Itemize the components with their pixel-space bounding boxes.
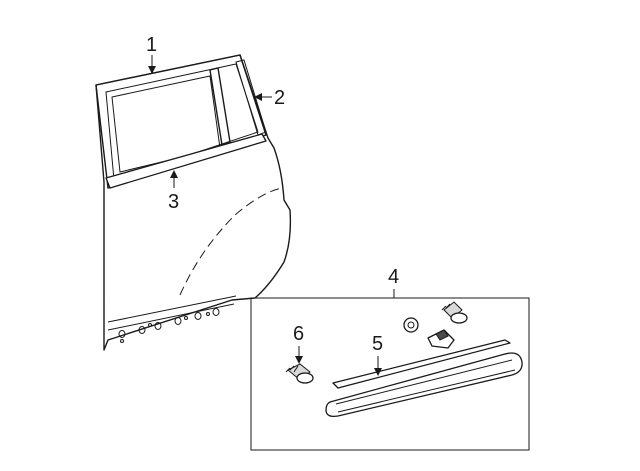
- molding-strip: [332, 339, 511, 389]
- clip-6-head: [296, 372, 314, 384]
- door-outline: [95, 54, 292, 351]
- wheel-arch-line: [179, 187, 283, 296]
- rocker-molding: [325, 339, 523, 418]
- callout-1: 1: [146, 34, 157, 74]
- molding-edge-2: [337, 369, 516, 413]
- window-frame-inner: [105, 63, 259, 181]
- window-frame-outer: [95, 54, 267, 189]
- svg-text:6: 6: [293, 323, 304, 345]
- clip-6: [285, 363, 314, 384]
- callout-3: 3: [168, 170, 179, 213]
- svg-text:5: 5: [372, 333, 383, 355]
- clip-holes: [118, 308, 220, 343]
- belt-molding: [105, 133, 267, 189]
- svg-text:3: 3: [168, 191, 179, 213]
- callout-2: 2: [254, 87, 285, 109]
- callout-5: 5: [372, 333, 383, 376]
- division-bar: [209, 67, 231, 146]
- rear-door: [95, 54, 292, 351]
- lower-panel-line-2: [107, 303, 235, 331]
- molding-body: [325, 352, 523, 418]
- svg-text:4: 4: [388, 266, 399, 288]
- run-channel: [235, 59, 267, 136]
- molding-edge: [335, 359, 513, 405]
- lower-panel-line: [107, 295, 237, 323]
- callout-6: 6: [293, 323, 304, 364]
- kit-box: [250, 297, 530, 451]
- callout-4: 4: [388, 266, 399, 298]
- stud-clip: [427, 329, 455, 349]
- washer: [403, 317, 419, 333]
- svg-text:1: 1: [146, 34, 157, 56]
- clip-upper: [441, 301, 468, 324]
- svg-text:2: 2: [274, 87, 285, 109]
